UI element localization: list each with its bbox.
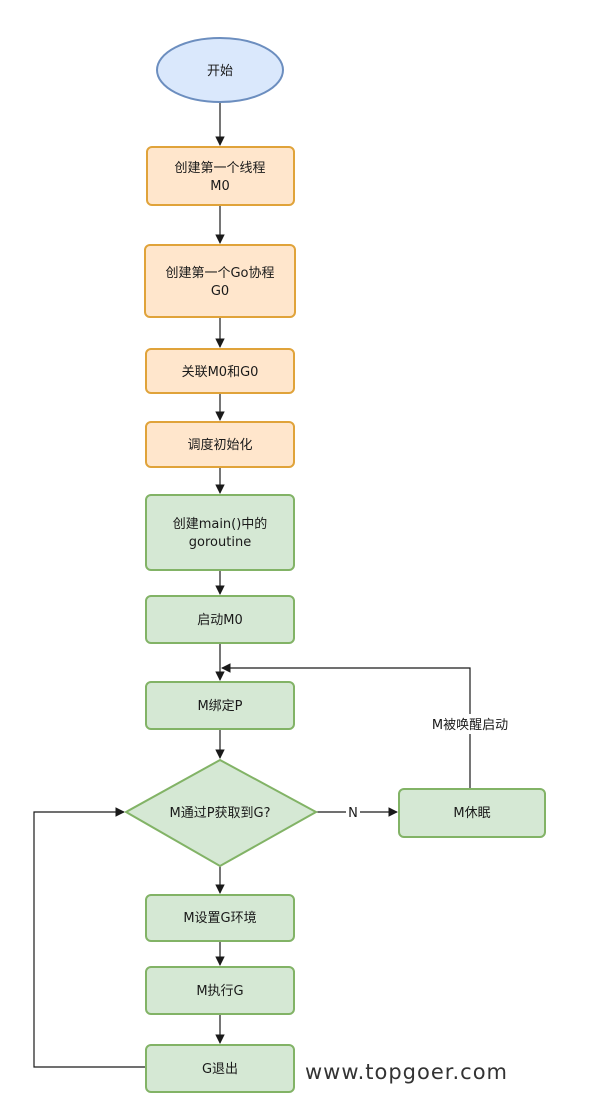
create-main-box [145,494,295,571]
bind-p-label: M绑定P [197,699,242,714]
edge-label-no-bg [346,804,360,820]
create-thread-label-line1: 创建第一个线程 [174,161,265,176]
edge-exit-loop-to-decision [33,807,145,1068]
exit-label: G退出 [202,1062,238,1077]
decision-diamond [123,758,319,868]
execute-box [145,966,295,1015]
associate-box [145,348,295,394]
create-goroutine-label-line1: 创建第一个Go协程 [165,266,274,281]
sleep-label: M休眠 [453,806,490,821]
start-m0-box [145,595,295,644]
node-create-goroutine: 创建第一个Go协程 G0 [144,244,296,318]
sched-init-label: 调度初始化 [187,437,252,453]
node-exit: G退出 [145,1044,295,1093]
node-sleep: M休眠 [398,788,546,838]
create-thread-label-line2: M0 [210,179,230,194]
create-main-label-line1: 创建main()中的 [173,516,268,532]
associate-label: 关联M0和G0 [182,365,259,380]
exit-box [145,1044,295,1093]
edge-label-wakeup: M被唤醒启动 [432,718,508,733]
node-sched-init: 调度初始化 [145,421,295,468]
setup-env-label: M设置G环境 [183,911,256,926]
create-thread-box [146,146,295,206]
sleep-box [398,788,546,838]
node-associate: 关联M0和G0 [145,348,295,394]
bind-p-box [145,681,295,730]
sched-init-box [145,421,295,468]
create-goroutine-box [144,244,296,318]
execute-label: M执行G [196,984,243,999]
create-goroutine-label-line2: G0 [211,284,229,299]
edge-sleep-wakeup-to-bind-p [221,663,471,788]
decision-label: M通过P获取到G? [169,806,270,821]
node-create-thread: 创建第一个线程 M0 [146,146,295,206]
node-bind-p: M绑定P [145,681,295,730]
edge-label-no: N [348,806,358,821]
create-main-label-line2: goroutine [189,535,251,550]
node-decision: M通过P获取到G? [123,758,319,868]
node-start-m0: 启动M0 [145,595,295,644]
node-create-main: 创建main()中的 goroutine [145,494,295,571]
setup-env-box [145,894,295,942]
start-label: 开始 [207,64,233,79]
edge-label-wakeup-bg [420,714,520,734]
node-start: 开始 [156,37,284,103]
edges [33,100,471,1068]
node-execute: M执行G [145,966,295,1015]
node-setup-env: M设置G环境 [145,894,295,942]
start-m0-label: 启动M0 [197,613,243,628]
watermark: www.topgoer.com [305,1060,509,1084]
start-ellipse [156,37,284,103]
